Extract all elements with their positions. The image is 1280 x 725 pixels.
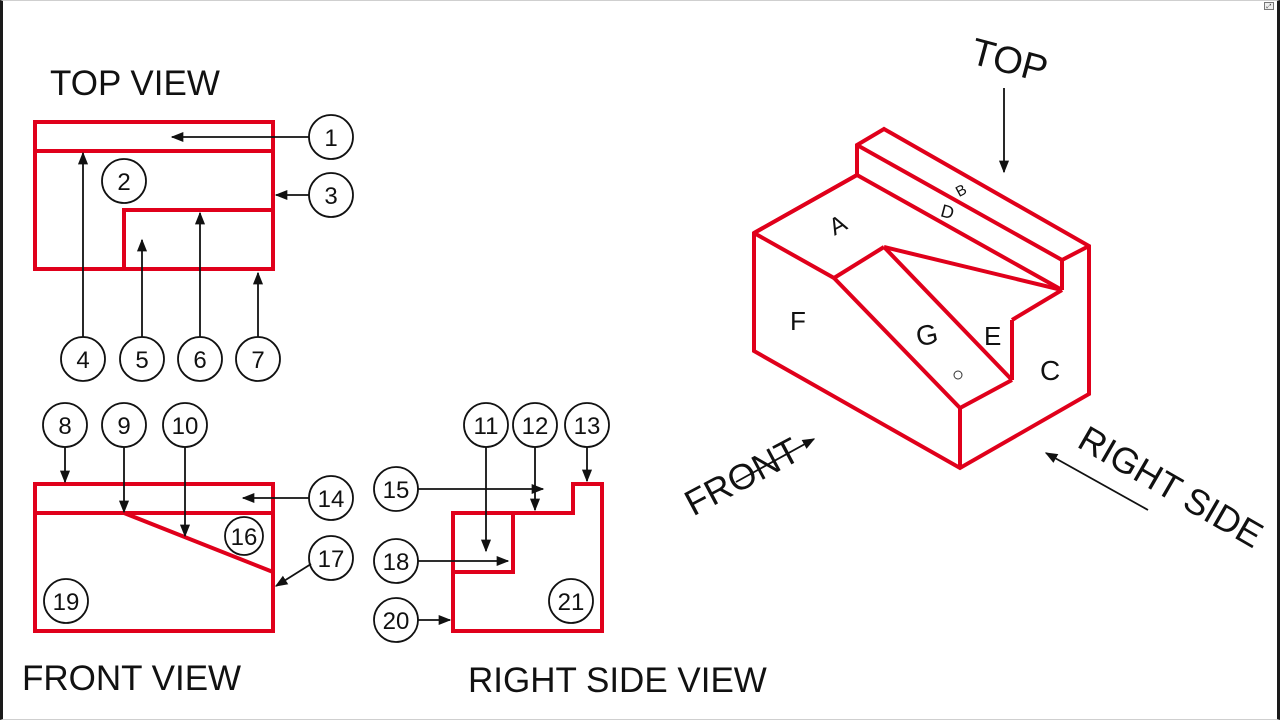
direction-indicators: TOP FRONT RIGHT SIDE [678,31,1270,556]
callout-9: 9 [101,402,147,448]
surface-label-g: G [913,318,941,353]
svg-text:7: 7 [251,347,264,374]
top-view-outline [33,120,275,271]
callout-13: 13 [564,402,610,448]
callout-11: 11 [463,402,509,448]
svg-text:2: 2 [117,169,130,196]
svg-text:11: 11 [474,413,499,440]
callout-10: 10 [162,402,208,448]
svg-text:19: 19 [53,589,80,616]
callout-18: 18 [373,538,419,584]
svg-text:3: 3 [324,183,337,210]
surface-label-b: B [953,181,970,201]
callout-21: 21 [548,578,594,624]
callout-5: 5 [119,336,165,382]
isometric-block [752,126,1091,471]
callout-19: 19 [43,578,89,624]
svg-text:4: 4 [76,347,89,374]
callout-14: 14 [308,475,354,521]
callout-16: 16 [224,516,264,556]
cursor-icon [953,370,963,380]
callout-8: 8 [42,402,88,448]
direction-top-label: TOP [966,31,1052,92]
callout-1: 1 [308,114,354,160]
right-side-view-outline [451,482,604,633]
callout-7: 7 [235,336,281,382]
front-view-outline [33,482,275,633]
direction-right-side-label: RIGHT SIDE [1072,418,1270,556]
svg-text:13: 13 [574,413,601,440]
leader-lines [59,131,593,626]
callout-3: 3 [308,172,354,218]
svg-text:6: 6 [193,347,206,374]
svg-text:16: 16 [231,524,258,551]
front-view-title: FRONT VIEW [22,659,241,698]
svg-text:20: 20 [383,608,410,635]
svg-text:1: 1 [324,125,337,152]
svg-text:12: 12 [522,413,549,440]
callout-6: 6 [177,336,223,382]
callout-4: 4 [60,336,106,382]
svg-text:17: 17 [318,546,345,573]
right-side-view-title: RIGHT SIDE VIEW [468,661,767,700]
svg-text:21: 21 [558,589,585,616]
callout-2: 2 [101,158,147,204]
svg-text:5: 5 [135,347,148,374]
right-side-direction-arrow [1044,452,1149,511]
front-direction-arrow [735,438,816,483]
top-view-title: TOP VIEW [50,64,220,103]
svg-text:18: 18 [383,549,410,576]
direction-front-label: FRONT [678,429,807,523]
svg-text:8: 8 [58,413,71,440]
callout-bubbles: 1 2 3 4 5 6 7 8 9 10 14 16 17 19 11 12 1… [42,114,610,643]
callout-20: 20 [373,597,419,643]
callout-12: 12 [512,402,558,448]
svg-text:14: 14 [318,486,345,513]
surface-label-f: F [790,306,806,336]
resize-handle-icon[interactable]: ⤢ [1264,2,1274,10]
callout-15: 15 [373,466,419,512]
svg-text:10: 10 [172,413,199,440]
surface-label-a: A [825,210,852,241]
svg-text:9: 9 [117,413,130,440]
callout-17: 17 [308,535,354,581]
surface-label-c: C [1040,355,1060,386]
svg-text:15: 15 [383,477,410,504]
surface-label-e: E [984,321,1001,351]
surface-label-d: D [939,201,957,224]
